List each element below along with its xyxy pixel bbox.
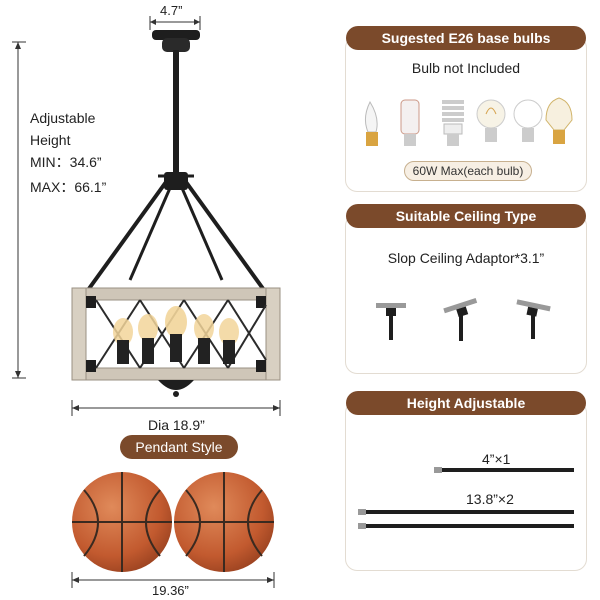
spiral-cfl-icon [442, 100, 464, 146]
rod-icon [434, 467, 574, 473]
flat-ceiling-mount-icon [376, 303, 406, 340]
candle-bulb-icon [364, 100, 378, 146]
rod-icon [358, 509, 574, 515]
corn-bulb-icon [400, 99, 420, 146]
bulb-row [364, 97, 573, 146]
max-height-label: MAX：66.1” [30, 179, 107, 195]
bulb-not-included-note: Bulb not Included [411, 60, 521, 76]
max-wattage-badge: 60W Max(each bulb) [404, 161, 532, 181]
height-card: Height Adjustable 4”×1 13.8”×2 [345, 391, 587, 571]
adjustable-height-label-2: Height [30, 132, 71, 148]
edison-globe-icon [476, 99, 506, 142]
ceiling-card: Suitable Ceiling Type Slop Ceiling Adapt… [345, 204, 587, 374]
diameter-label: Dia 18.9” [148, 417, 205, 433]
bulbs-card-title: Sugested E26 base bulbs [346, 26, 586, 50]
rod-long-label: 13.8”×2 [466, 491, 514, 507]
pendant-style-badge: Pendant Style [120, 435, 238, 459]
adjustable-height-label-1: Adjustable [30, 110, 96, 126]
comparison-width-label: 19.36” [152, 583, 189, 598]
rod-icon [358, 523, 574, 529]
led-bulb-icon [513, 99, 543, 142]
rod-short-label: 4”×1 [482, 451, 511, 467]
min-height-label: MIN：34.6” [30, 154, 102, 170]
basketball-icon [174, 472, 274, 572]
st-edison-icon [545, 97, 573, 144]
slope-adaptor-note: Slop Ceiling Adaptor*3.1” [387, 250, 545, 266]
bulbs-card: Sugested E26 base bulbs Bulb not Include… [345, 26, 587, 192]
ceiling-card-title: Suitable Ceiling Type [346, 204, 586, 228]
ceiling-adaptors [376, 297, 551, 341]
extension-rods [358, 467, 574, 529]
slope-ceiling-mount-icon [516, 299, 551, 317]
canopy-width-label: 4.7” [160, 3, 183, 18]
height-card-title: Height Adjustable [346, 391, 586, 415]
basketball-icon [72, 472, 172, 572]
